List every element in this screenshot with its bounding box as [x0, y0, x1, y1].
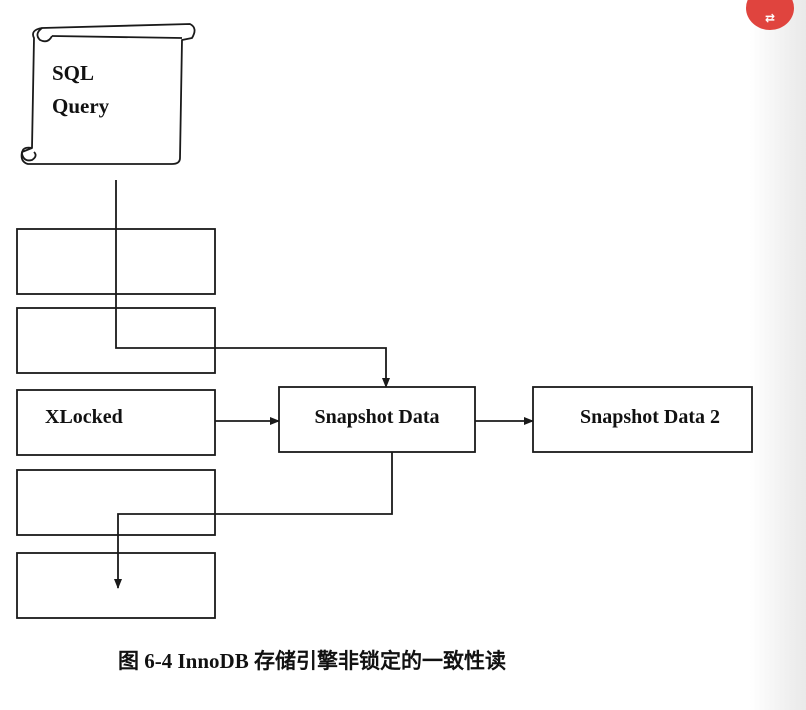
snapshot-return-arrow: [114, 452, 393, 589]
scroll-bottom-curl: [21, 146, 37, 162]
row-box-4: [16, 469, 216, 536]
scroll-label-query: Query: [52, 94, 110, 118]
scroll-label-sql: SQL: [52, 61, 94, 85]
translate-icon[interactable]: ⇄: [746, 0, 794, 30]
sql-query-scroll: SQL Query: [20, 23, 196, 165]
query-to-snapshot-arrow: [115, 180, 390, 388]
scroll-body: [20, 23, 196, 165]
row-box-5: [16, 552, 216, 619]
translate-glyph: ⇄: [764, 11, 776, 25]
row-box-xlocked: [16, 389, 216, 456]
snapshot-data-2-label: Snapshot Data 2: [580, 406, 720, 428]
scroll-top-curl: [36, 27, 53, 43]
xlocked-label: XLocked: [45, 406, 123, 428]
snapshot-data-label: Snapshot Data: [314, 406, 439, 428]
scroll-top-edge: [51, 35, 183, 39]
figure-caption: 图 6-4 InnoDB 存储引擎非锁定的一致性读: [118, 649, 506, 673]
